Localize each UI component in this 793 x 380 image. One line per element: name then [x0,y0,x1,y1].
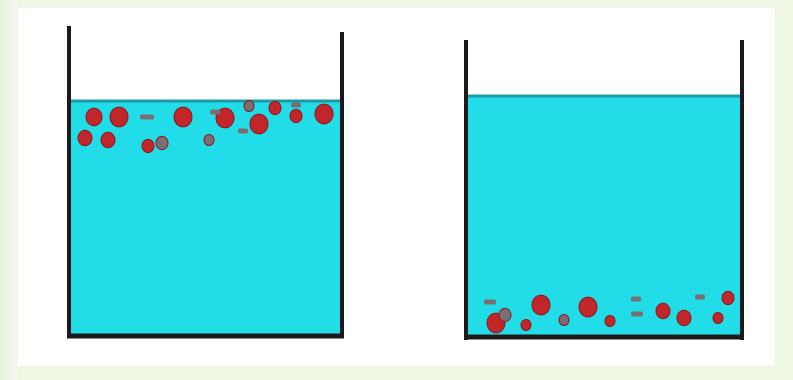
particle [579,297,597,317]
particle [677,310,691,325]
particle [174,107,192,127]
right-beaker [464,40,744,340]
particle [521,320,531,331]
particle [315,104,333,124]
particle [559,315,569,326]
particle [722,291,734,304]
particle [142,139,154,152]
particle [156,136,168,149]
particle [86,108,102,126]
particle [244,101,254,112]
particle [499,308,511,321]
particle [631,297,641,302]
particle [605,316,615,327]
particle [269,101,281,114]
particle [656,303,670,318]
particle [713,313,723,324]
particle [210,110,220,115]
particle [532,295,550,315]
left-beaker [67,26,344,338]
particle [250,114,268,134]
particle [484,300,496,305]
particle [78,130,92,145]
particle [110,107,128,127]
particle [631,312,643,317]
particle [291,103,301,108]
particle [204,135,214,146]
particle [238,129,248,134]
particle [695,295,705,300]
particle [290,109,302,122]
particle [140,115,154,120]
right-beaker-water [467,96,741,336]
particle [101,132,115,147]
